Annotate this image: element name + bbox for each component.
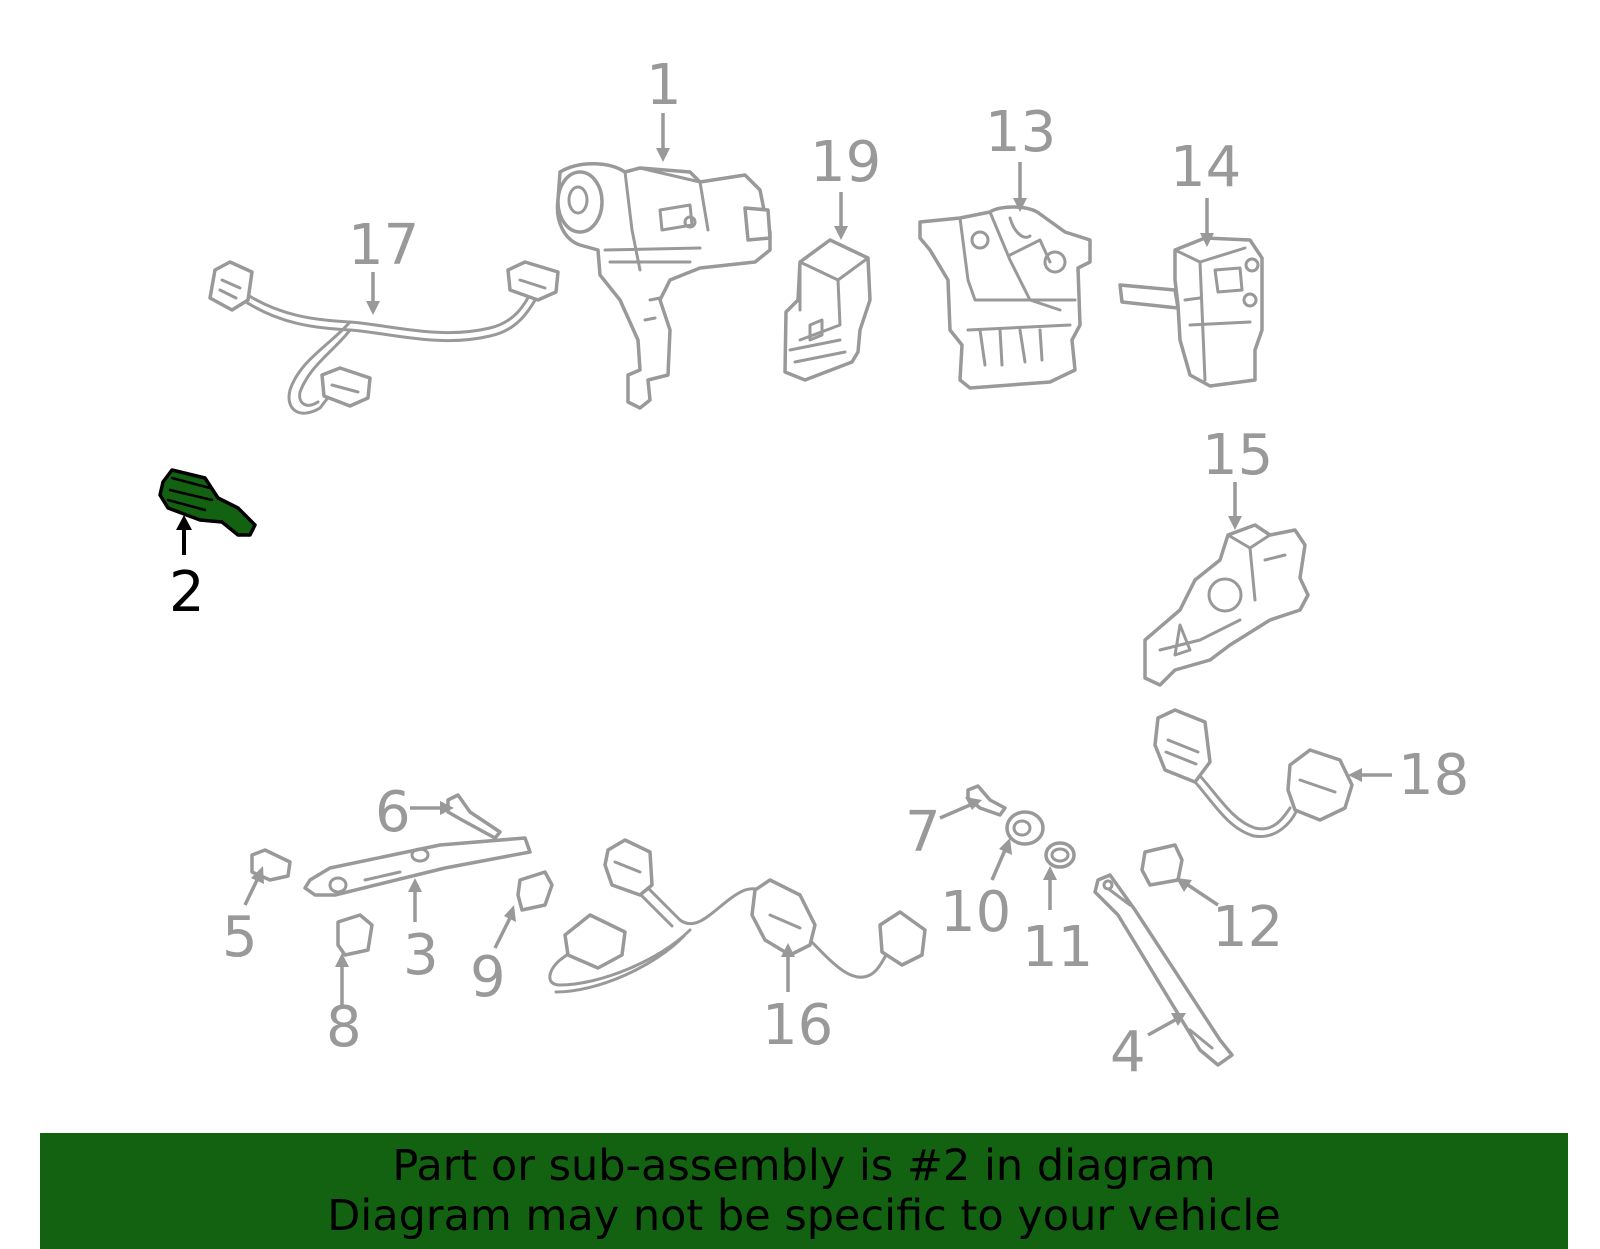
banner-line-1: Part or sub-assembly is #2 in diagram xyxy=(392,1141,1216,1191)
callout-14: 14 xyxy=(1170,135,1242,200)
callout-11: 11 xyxy=(1022,915,1094,980)
part-2-highlighted-switch[interactable] xyxy=(158,468,257,537)
callout-1: 1 xyxy=(646,53,682,118)
callout-3: 3 xyxy=(403,923,439,988)
parts-diagram xyxy=(158,113,1392,1067)
callout-8: 8 xyxy=(326,995,362,1060)
callout-18: 18 xyxy=(1398,743,1470,808)
part-17-wiring-harness[interactable] xyxy=(208,260,560,415)
callout-9: 9 xyxy=(470,945,506,1010)
part-9-clip[interactable] xyxy=(516,870,554,912)
callout-6: 6 xyxy=(375,780,411,845)
callout-19: 19 xyxy=(810,130,882,195)
part-13-latch-assembly[interactable] xyxy=(918,205,1092,390)
callout-2: 2 xyxy=(169,560,205,625)
part-3-rod[interactable] xyxy=(303,836,532,897)
part-6-bolt[interactable] xyxy=(446,793,502,840)
part-1-actuator[interactable] xyxy=(555,162,772,410)
part-4-rod[interactable] xyxy=(1093,873,1234,1067)
part-16-wiring-harness[interactable] xyxy=(548,838,927,994)
callout-15: 15 xyxy=(1202,423,1274,488)
part-15-door-latch[interactable] xyxy=(1143,523,1310,687)
part-12-clip[interactable] xyxy=(1140,843,1184,887)
part-10-bushing[interactable] xyxy=(1005,810,1045,846)
callout-7: 7 xyxy=(905,800,941,865)
callout-12: 12 xyxy=(1212,895,1284,960)
callout-10: 10 xyxy=(940,880,1012,945)
part-14-lock-actuator[interactable] xyxy=(1118,236,1264,388)
part-8-clip[interactable] xyxy=(336,913,374,957)
callout-17: 17 xyxy=(348,213,420,278)
callout-16: 16 xyxy=(762,993,834,1058)
part-19-switch-housing[interactable] xyxy=(783,238,872,382)
callout-5: 5 xyxy=(222,905,258,970)
callout-4: 4 xyxy=(1110,1020,1146,1085)
callout-13: 13 xyxy=(985,100,1057,165)
banner-line-2: Diagram may not be specific to your vehi… xyxy=(327,1191,1281,1241)
info-banner: Part or sub-assembly is #2 in diagram Di… xyxy=(40,1133,1568,1249)
part-11-ring[interactable] xyxy=(1044,841,1076,869)
leader-arrows xyxy=(176,113,1392,1037)
part-18-wiring-harness[interactable] xyxy=(1153,708,1354,838)
